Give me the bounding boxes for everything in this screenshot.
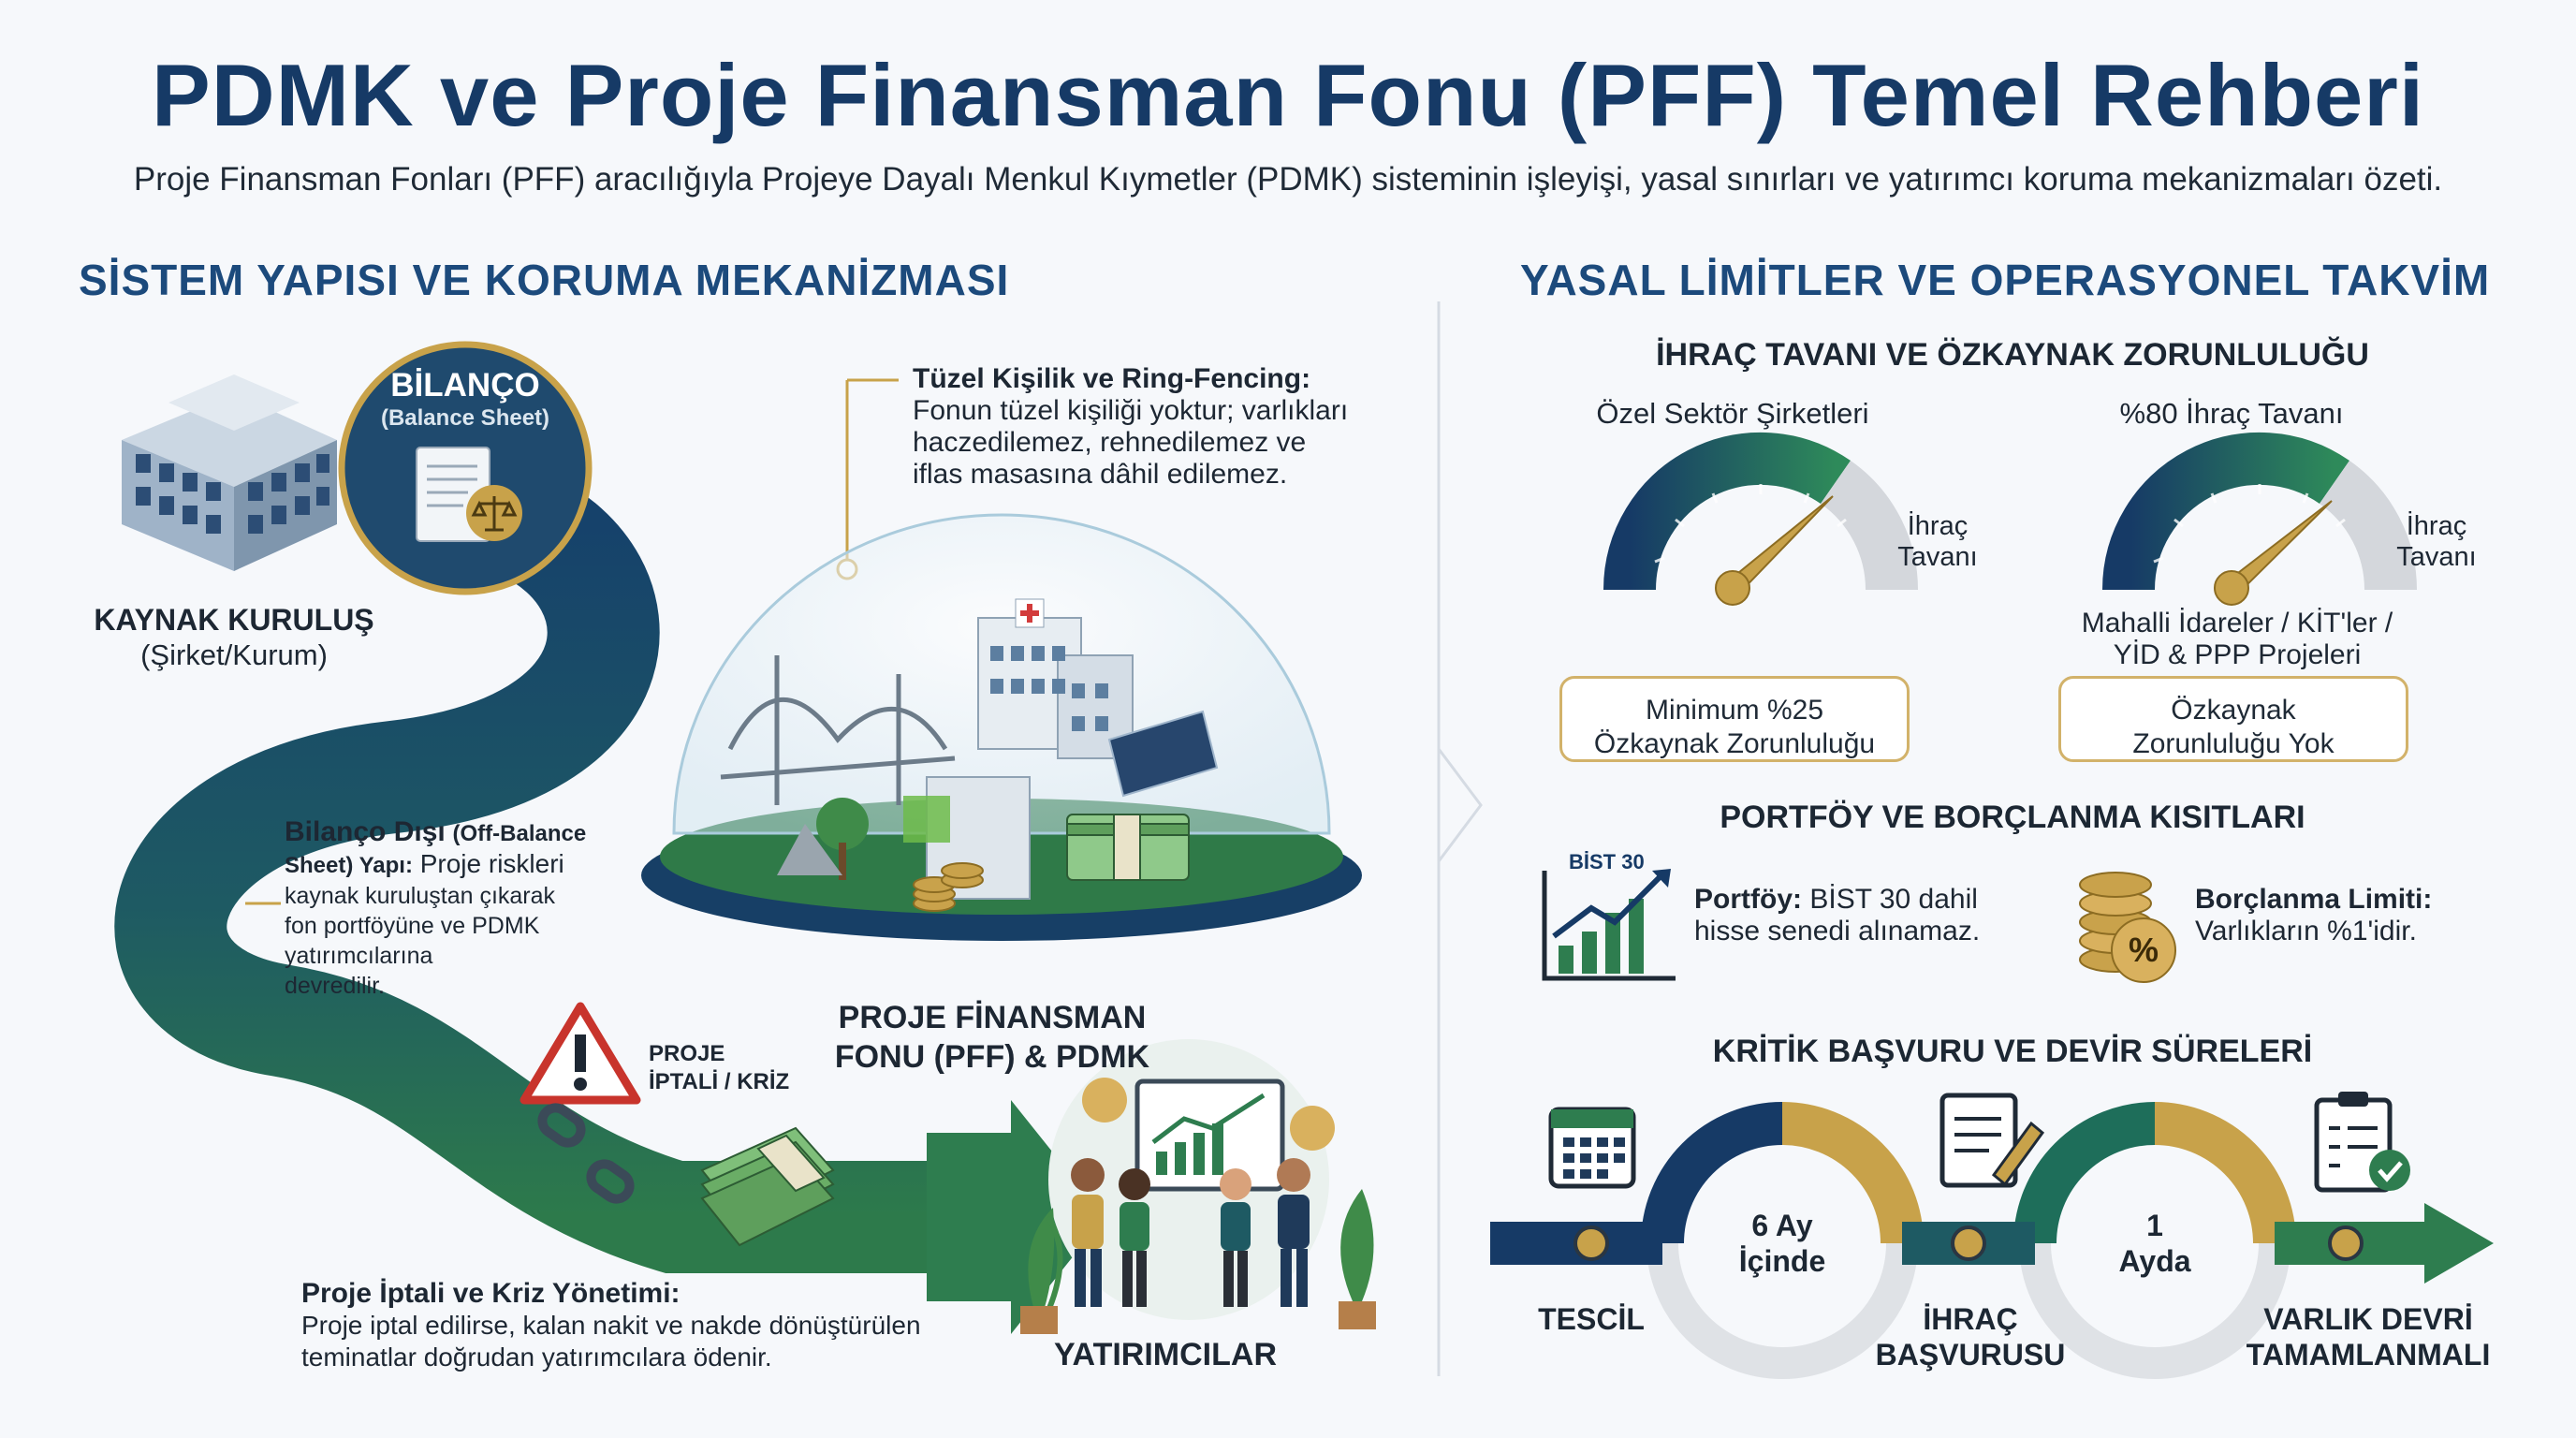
portfolio-text-first: BİST 30 dahil — [1809, 884, 1978, 915]
balance-sheet-subtitle: (Balance Sheet) — [380, 405, 550, 431]
step2-line-1: İHRAÇ — [1923, 1302, 2018, 1336]
gauge2-requirement-box: Özkaynak Zorunluluğu Yok — [2058, 676, 2408, 762]
borrowing-callout: Borçlanma Limiti: Varlıkların %1'idir. — [2195, 884, 2551, 947]
gauge2-top-label: %80 İhraç Tavanı — [2119, 397, 2344, 430]
off-balance-line-3: yatırımcılarına — [285, 943, 433, 969]
right-section-heading: YASAL LİMİTLER VE OPERASYONEL TAKVİM — [1520, 256, 2491, 304]
fund-label-line-2: FONU (PFF) & PDMK — [834, 1039, 1150, 1075]
fund-dome-icon — [641, 513, 1362, 941]
period2-line-1: 1 — [2146, 1209, 2163, 1242]
step2-line-2: BAŞVURUSU — [1875, 1338, 2066, 1372]
ring-fencing-callout: Tüzel Kişilik ve Ring-Fencing: Fonun tüz… — [913, 363, 1437, 491]
bist30-badge: BİST 30 — [1569, 850, 1645, 873]
gauge2-mid-line-1: Mahalli İdareler / KİT'ler / — [2081, 608, 2393, 638]
percent-glyph: % — [2129, 931, 2159, 969]
step3-line-1: VARLIK DEVRİ — [2263, 1302, 2473, 1336]
coins-percent-icon — [2079, 872, 2176, 983]
left-section-heading: SİSTEM YAPISI VE KORUMA MEKANİZMASI — [79, 256, 1010, 304]
gauge2-mid-label: Mahalli İdareler / KİT'ler / YİD & PPP P… — [2022, 608, 2452, 671]
warning-icon — [520, 1002, 641, 1105]
off-balance-title-paren: (Off-Balance — [452, 821, 587, 846]
source-institution-title: KAYNAK KURULUŞ — [94, 603, 374, 637]
document-pen-icon — [1939, 1093, 2045, 1188]
portfolio-heading: PORTFÖY VE BORÇLANMA KISITLARI — [1720, 800, 2305, 835]
gauge-public-sector — [2102, 432, 2418, 606]
source-institution-subtitle: (Şirket/Kurum) — [140, 638, 328, 671]
broken-chain-icon — [537, 1103, 635, 1204]
gauge1-top-label: Özel Sektör Şirketleri — [1596, 397, 1869, 430]
gauge2-side-label-1: İhraç — [2406, 511, 2467, 541]
period1-line-1: 6 Ay — [1751, 1209, 1813, 1242]
crisis-badge-line-1: PROJE — [649, 1041, 725, 1066]
crisis-line-1: Proje iptal edilirse, kalan nakit ve nak… — [301, 1311, 921, 1340]
gauge1-requirement-box: Minimum %25 Özkaynak Zorunluluğu — [1559, 676, 1910, 762]
gauge1-box-line-2: Özkaynak Zorunluluğu — [1593, 728, 1876, 759]
gauge2-box-line-2: Zorunluluğu Yok — [2132, 728, 2334, 759]
portfolio-text-second: hisse senedi alınamaz. — [1694, 916, 1981, 946]
off-balance-title-2: Sheet) Yapı: — [285, 853, 413, 878]
timeline-step-registration: TESCİL — [1538, 1302, 1645, 1336]
step3-line-2: TAMAMLANMALI — [2246, 1338, 2491, 1372]
off-balance-title: Bilanço Dışı — [285, 816, 446, 847]
building-icon — [122, 374, 337, 571]
crisis-badge-label: PROJE İPTALİ / KRİZ — [649, 1040, 817, 1096]
calendar-icon — [1548, 1107, 1636, 1189]
timeline-period-6-months: 6 Ay İçinde — [1707, 1208, 1857, 1279]
ring-fencing-line-2: haczedilemez, rehnedilemez ve — [913, 427, 1307, 458]
flow-arrowhead — [927, 1100, 1105, 1334]
issuance-heading: İHRAÇ TAVANI VE ÖZKAYNAK ZORUNLULUĞU — [1656, 337, 2369, 373]
fund-label: PROJE FİNANSMAN FONU (PFF) & PDMK — [796, 998, 1189, 1077]
checklist-icon — [2314, 1092, 2410, 1193]
ring-fencing-line-1: Fonun tüzel kişiliği yoktur; varlıkları — [913, 395, 1349, 426]
ring-fencing-title: Tüzel Kişilik ve Ring-Fencing: — [913, 363, 1311, 394]
portfolio-callout: Portföy: BİST 30 dahil hisse senedi alın… — [1694, 884, 2087, 947]
gauge1-box-line-1: Minimum %25 — [1645, 695, 1824, 726]
stock-chart-icon — [1542, 869, 1676, 981]
gauge-private-sector — [1603, 432, 1919, 606]
off-balance-line-1: kaynak kuruluştan çıkarak — [285, 883, 556, 909]
page-subtitle: Proje Finansman Fonları (PFF) aracılığıy… — [133, 161, 2443, 198]
crisis-title: Proje İptali ve Kriz Yönetimi: — [301, 1278, 681, 1309]
borrowing-text: Varlıkların %1'idir. — [2195, 916, 2417, 946]
cash-stack-icon — [700, 1126, 835, 1247]
off-balance-line-2: fon portföyüne ve PDMK — [285, 913, 540, 939]
off-balance-callout: Bilanço Dışı (Off-Balance Sheet) Yapı: P… — [285, 817, 640, 1001]
crisis-badge-line-2: İPTALİ / KRİZ — [649, 1069, 790, 1094]
gauge2-mid-line-2: YİD & PPP Projeleri — [2113, 639, 2362, 670]
timeline-period-1-month: 1 Ayda — [2080, 1208, 2230, 1279]
balance-sheet-badge — [338, 341, 593, 595]
timeline-step-asset-transfer: VARLIK DEVRİ TAMAMLANMALI — [2228, 1301, 2509, 1372]
timeline-graphic — [1490, 1102, 2494, 1379]
gauge1-side-label-1: İhraç — [1907, 511, 1969, 541]
off-balance-text-first: Proje riskleri — [419, 849, 564, 878]
page-title: PDMK ve Proje Finansman Fonu (PFF) Temel… — [152, 46, 2424, 144]
investors-illustration — [1020, 1039, 1376, 1334]
fund-label-line-1: PROJE FİNANSMAN — [838, 1000, 1147, 1035]
off-balance-line-4: devredilir. — [285, 973, 385, 999]
timeline-step-issuance-application: İHRAÇ BAŞVURUSU — [1863, 1301, 2078, 1372]
gauge1-side-label: İhraç Tavanı — [1877, 511, 1998, 573]
crisis-line-2: teminatlar doğrudan yatırımcılara ödenir… — [301, 1343, 772, 1372]
investors-label: YATIRIMCILAR — [1054, 1337, 1277, 1372]
gauge2-side-label-2: Tavanı — [2396, 542, 2477, 572]
borrowing-title: Borçlanma Limiti: — [2195, 884, 2433, 915]
period2-line-2: Ayda — [2118, 1244, 2191, 1278]
timeline-heading: KRİTİK BAŞVURU VE DEVİR SÜRELERİ — [1712, 1034, 2313, 1069]
gauge2-box-line-1: Özkaynak — [2171, 695, 2296, 726]
gauge1-side-label-2: Tavanı — [1897, 542, 1978, 572]
portfolio-title: Portföy: — [1694, 884, 1802, 915]
period1-line-2: İçinde — [1738, 1244, 1826, 1278]
divider-chevron — [1437, 748, 1483, 862]
gauge2-side-label: İhraç Tavanı — [2376, 511, 2497, 573]
balance-sheet-title: BİLANÇO — [390, 367, 540, 404]
flow-path — [114, 473, 945, 1273]
crisis-management-callout: Proje İptali ve Kriz Yönetimi: Proje ipt… — [301, 1278, 1050, 1373]
ring-fencing-line-3: iflas masasına dâhil edilemez. — [913, 459, 1288, 490]
